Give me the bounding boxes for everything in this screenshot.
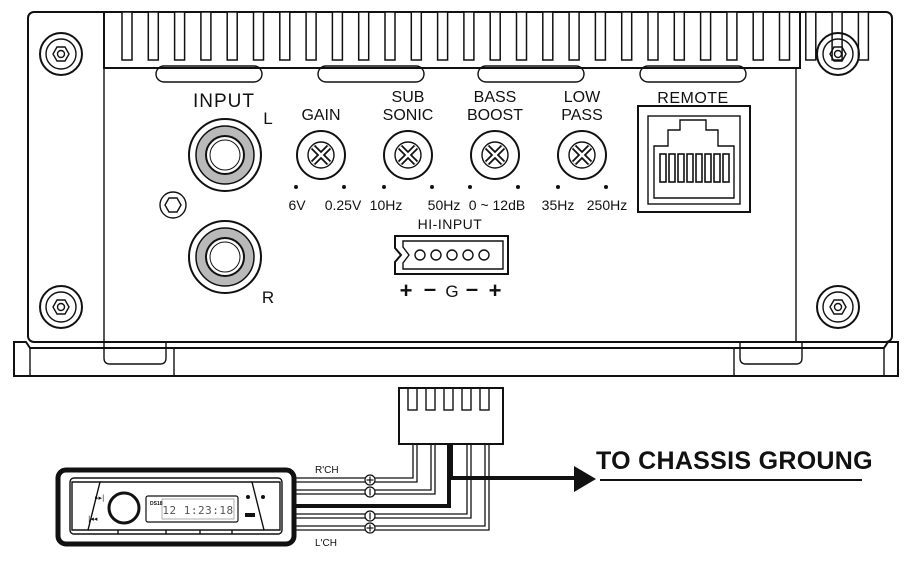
l-ch-label: L'CH: [315, 538, 337, 549]
heatsink-fin: [463, 11, 475, 61]
low-pass-min-label: 35Hz: [542, 197, 575, 213]
low-pass-max-label: 250Hz: [587, 197, 627, 213]
rca-jack-right-icon[interactable]: [188, 220, 262, 294]
low-pass-knob[interactable]: [557, 130, 607, 180]
heatsink-fin: [279, 11, 291, 61]
hi-input-pin-label: –: [466, 276, 478, 301]
ground-nut-icon: [159, 191, 187, 219]
heatsink-fin: [831, 11, 843, 61]
remote-rj-port-icon[interactable]: [637, 105, 751, 213]
hi-input-pin-label: G: [445, 282, 458, 301]
bass-boost-title-line2: BOOST: [467, 107, 523, 124]
heatsink-fin: [173, 11, 186, 61]
heatsink-fin: [515, 11, 528, 61]
low-pass-title-line2: PASS: [561, 107, 603, 124]
input-r-label: R: [262, 288, 274, 307]
low-pass-title-line1: LOW: [564, 89, 601, 106]
harness-wires: [295, 444, 575, 531]
chassis-ground-label: TO CHASSIS GROUNG: [596, 447, 873, 475]
heatsink-fin: [857, 11, 870, 61]
heatsink-fin: [699, 11, 712, 61]
rca-jack-left-icon[interactable]: [188, 118, 262, 192]
heatsink-fin: [778, 11, 791, 61]
svg-text:|◂◂: |◂◂: [88, 515, 98, 523]
remote-label: REMOTE: [657, 90, 728, 107]
heatsink-fin: [542, 11, 554, 61]
minus-polarity-icon: [364, 510, 376, 522]
subsonic-title-line1: SUB: [392, 89, 425, 106]
corner-screw-icon: [816, 285, 860, 329]
subsonic-min-label: 10Hz: [370, 197, 403, 213]
plus-polarity-icon: [364, 522, 376, 534]
subsonic-title-line2: SONIC: [383, 107, 434, 124]
svg-text:DS18: DS18: [150, 501, 163, 507]
hi-input-pin-label: +: [400, 278, 413, 303]
heatsink-fin: [200, 11, 212, 61]
head-unit: DS18 ▸▸| |◂◂: [55, 467, 297, 547]
bass-boost-range-label: 0 ~ 12dB: [469, 197, 525, 213]
bass-boost-title-line1: BASS: [474, 89, 517, 106]
hi-input-pin-labels: + – G – +: [400, 276, 502, 303]
heatsink-fin: [673, 11, 686, 61]
heatsink-fin: [384, 11, 396, 61]
plus-polarity-icon: [364, 474, 376, 486]
heatsink-fin: [226, 11, 238, 61]
corner-screw-icon: [816, 32, 860, 76]
heatsink-fin: [489, 11, 501, 61]
heatsink-fin: [647, 11, 659, 61]
heatsink-fins: [103, 11, 870, 69]
heatsink-fin: [357, 11, 370, 61]
heatsink-fin: [805, 11, 817, 61]
heatsink-fin: [331, 11, 344, 61]
corner-screw-icon: [39, 285, 83, 329]
heatsink-fin: [121, 11, 133, 61]
heatsink-fin: [436, 11, 449, 61]
heatsink-fin: [594, 11, 607, 61]
heatsink-fin: [726, 11, 738, 61]
minus-polarity-icon: [364, 486, 376, 498]
ground-arrow-icon: [574, 466, 596, 492]
gain-min-label: 6V: [288, 197, 306, 213]
svg-text:▸▸|: ▸▸|: [95, 494, 104, 502]
subsonic-max-label: 50Hz: [428, 197, 461, 213]
skip-forward-icon[interactable]: ▸▸|: [95, 494, 104, 502]
heatsink-fin: [568, 11, 580, 61]
volume-knob-icon[interactable]: [107, 491, 141, 525]
heatsink-fin: [410, 11, 423, 61]
hi-input-pin-label: +: [489, 278, 502, 303]
heatsink-fin: [252, 11, 265, 61]
harness-plug-icon: [398, 387, 504, 445]
input-label: INPUT: [193, 91, 255, 112]
subsonic-knob[interactable]: [383, 130, 433, 180]
heatsink-fin: [620, 11, 633, 61]
gain-title: GAIN: [301, 107, 340, 124]
heatsink-fin: [305, 11, 317, 61]
knob-range-dots: [294, 185, 608, 189]
heatsink-fin: [752, 11, 764, 61]
hi-input-title: HI-INPUT: [418, 216, 483, 232]
panel-label-slots: [155, 65, 747, 83]
bass-boost-knob[interactable]: [470, 130, 520, 180]
hi-input-pin-label: –: [424, 276, 436, 301]
heatsink-fin: [147, 11, 160, 61]
r-ch-label: R'CH: [315, 465, 339, 476]
input-l-label: L: [263, 109, 272, 128]
skip-back-icon[interactable]: |◂◂: [88, 515, 98, 523]
corner-screw-icon: [39, 32, 83, 76]
hi-input-connector[interactable]: [394, 235, 509, 275]
gain-max-label: 0.25V: [325, 197, 362, 213]
head-unit-display: 12 1:23:18: [162, 504, 233, 517]
gain-knob[interactable]: [296, 130, 346, 180]
